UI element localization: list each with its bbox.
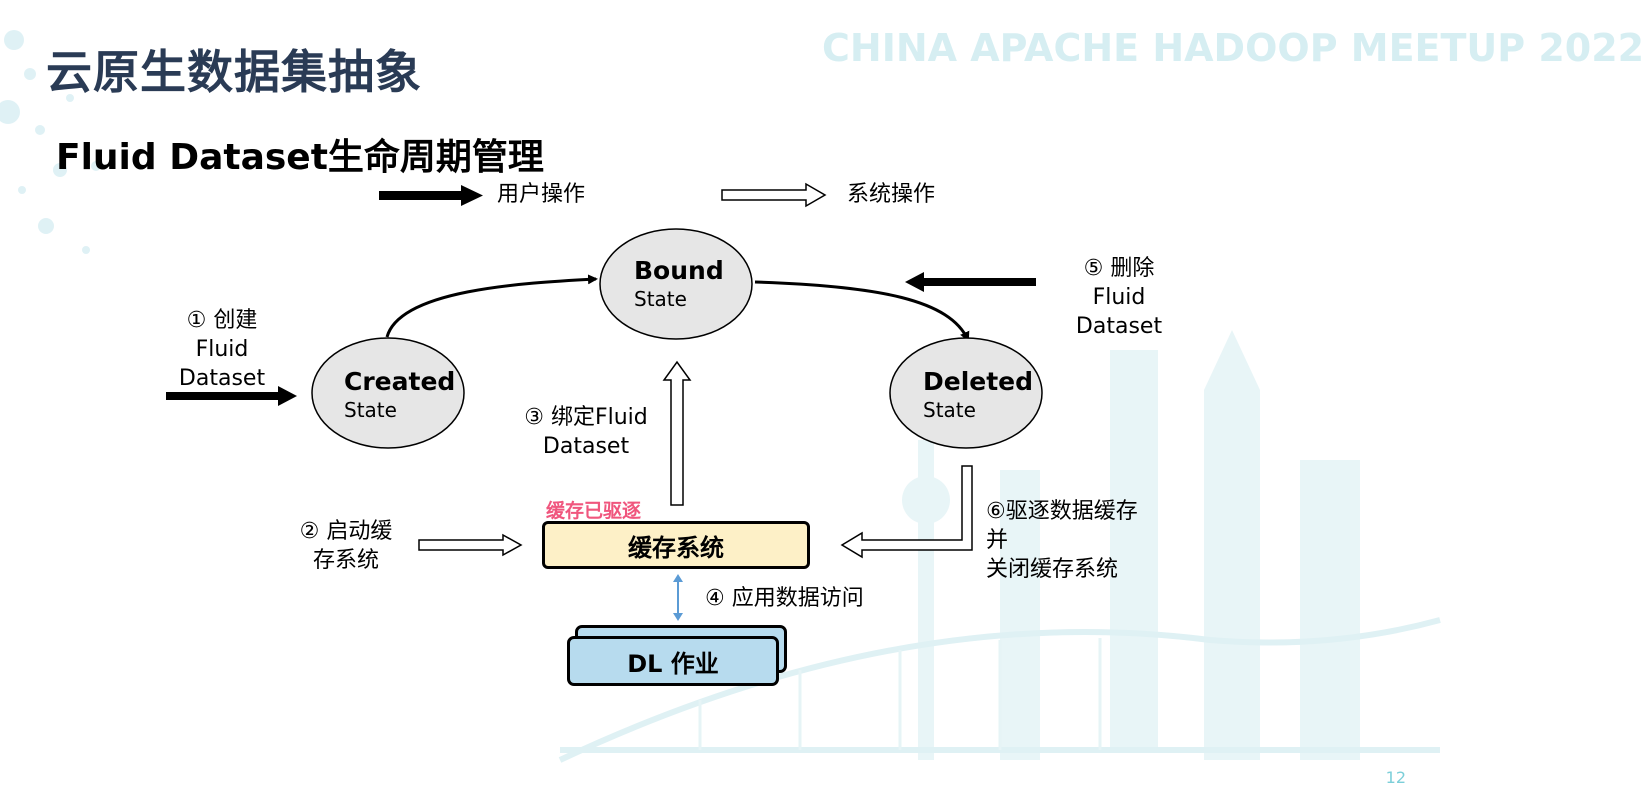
start-cache-arrow bbox=[418, 533, 523, 557]
deleted-state-node bbox=[889, 337, 1043, 449]
delete-dataset-arrow bbox=[905, 272, 1036, 292]
cache-evicted-tag: 缓存已驱逐 bbox=[546, 500, 642, 522]
bound-state-sub: State bbox=[634, 287, 687, 311]
evict-cache-arrow bbox=[840, 465, 973, 559]
create-dataset-arrow bbox=[166, 386, 297, 406]
bound-state-name: Bound bbox=[634, 256, 724, 285]
bind-dataset-arrow bbox=[662, 360, 692, 506]
step5-label: ⑤ 删除 Fluid Dataset bbox=[1075, 256, 1163, 339]
step6-label: ⑥驱逐数据缓存 并 关闭缓存系统 bbox=[986, 499, 1138, 582]
step2-label: ② 启动缓 存系统 bbox=[299, 519, 393, 573]
slide-subtitle: Fluid Dataset生命周期管理 bbox=[56, 137, 544, 178]
cache-system-box: 缓存系统 bbox=[542, 521, 810, 569]
bound-state-label: Bound State bbox=[634, 256, 724, 312]
diagram-canvas bbox=[166, 182, 1043, 621]
background-decoration bbox=[0, 30, 1441, 763]
step3-label: ③ 绑定Fluid Dataset bbox=[524, 405, 648, 459]
created-to-bound-arrow bbox=[385, 274, 598, 338]
page-number: 12 bbox=[1385, 768, 1406, 787]
created-state-label: Created State bbox=[344, 367, 455, 423]
legend-system-op-arrow bbox=[721, 182, 827, 208]
deleted-state-name: Deleted bbox=[923, 367, 1034, 396]
bound-to-deleted-arrow bbox=[754, 280, 970, 342]
created-state-name: Created bbox=[344, 367, 456, 396]
legend-user-op-label: 用户操作 bbox=[497, 182, 586, 207]
data-access-arrow bbox=[673, 574, 683, 621]
step4-label: ④ 应用数据访问 bbox=[705, 586, 864, 611]
step1-label: ① 创建 Fluid Dataset bbox=[178, 308, 266, 391]
legend-user-op-arrow bbox=[379, 185, 483, 206]
legend-system-op-label: 系统操作 bbox=[847, 182, 936, 207]
deleted-state-sub: State bbox=[923, 398, 976, 422]
deleted-state-label: Deleted State bbox=[923, 367, 1033, 423]
dl-job-box: DL 作业 bbox=[567, 636, 779, 686]
created-state-node bbox=[311, 337, 465, 449]
slide: CHINA APACHE HADOOP MEETUP 2022 云原生数据集抽象… bbox=[0, 26, 1644, 787]
watermark-text: CHINA APACHE HADOOP MEETUP 2022 bbox=[822, 26, 1644, 70]
created-state-sub: State bbox=[344, 398, 397, 422]
slide-title: 云原生数据集抽象 bbox=[46, 45, 422, 99]
bound-state-node bbox=[599, 228, 753, 340]
